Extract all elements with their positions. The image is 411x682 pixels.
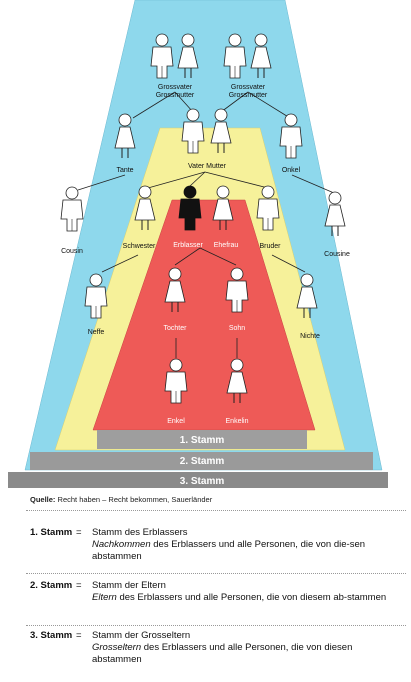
- label-ehefrau: Ehefrau: [214, 242, 239, 249]
- step-stamm-1: [97, 430, 307, 449]
- parentel-diagram: 1. Stamm 2. Stamm 3. Stamm: [8, 0, 388, 488]
- stamm-label-1: 1. Stamm: [180, 435, 225, 446]
- legend-equals: =: [76, 580, 82, 591]
- label-vater-mutter: Vater Mutter: [188, 163, 227, 170]
- legend-divider: [26, 573, 406, 574]
- label-neffe: Neffe: [88, 329, 105, 336]
- relationship-lines: [77, 91, 335, 358]
- legend-equals: =: [76, 630, 82, 641]
- stamm-label-2: 2. Stamm: [180, 456, 225, 467]
- label-enkelin: Enkelin: [226, 418, 249, 425]
- legend-rest: des Erblassers und alle Personen, die vo…: [116, 592, 387, 603]
- legend-key: 3. Stamm: [30, 630, 73, 641]
- legend-divider: [26, 510, 406, 511]
- legend-title: Stamm des Erblassers: [92, 527, 188, 538]
- legend-key: 2. Stamm: [30, 580, 73, 591]
- source-line: Quelle: Recht haben – Recht bekommen, Sa…: [30, 495, 212, 504]
- label-erblasser: Erblasser: [173, 242, 203, 249]
- legend-key: 1. Stamm: [30, 527, 73, 538]
- legend-divider: [26, 625, 406, 626]
- label-schwester: Schwester: [123, 243, 156, 250]
- step-stamm-2: [30, 452, 373, 470]
- legend-rest: des Erblassers und alle Personen, die vo…: [92, 539, 366, 562]
- label-onkel: Onkel: [282, 167, 301, 174]
- stamm-label-3: 3. Stamm: [180, 476, 225, 487]
- legend-emphasis: Grosseltern: [92, 642, 142, 653]
- legend-description: Stamm des Erblassers Nachkommen des Erbl…: [92, 527, 402, 563]
- legend-description: Stamm der Grosseltern Grosseltern des Er…: [92, 630, 402, 666]
- legend-rest: des Erblassers und alle Personen, die vo…: [92, 642, 353, 665]
- step-stamm-3: [8, 472, 388, 488]
- label-tochter: Tochter: [164, 325, 188, 332]
- legend-title: Stamm der Grosseltern: [92, 630, 191, 641]
- legend-stamm-3: 3. Stamm = Stamm der Grosseltern Grossel…: [30, 630, 405, 674]
- label-sohn: Sohn: [229, 325, 245, 332]
- label-nichte: Nichte: [300, 333, 320, 340]
- legend-detail: Grosseltern des Erblassers und alle Pers…: [92, 642, 402, 666]
- legend-emphasis: Nachkommen: [92, 539, 151, 550]
- label-bruder: Bruder: [259, 243, 281, 250]
- legend-detail: Nachkommen des Erblassers und alle Perso…: [92, 539, 402, 563]
- person-cousin: [60, 186, 84, 232]
- label-cousine: Cousine: [324, 251, 350, 258]
- label-enkel: Enkel: [167, 418, 185, 425]
- label-cousin: Cousin: [61, 248, 83, 255]
- legend-stamm-2: 2. Stamm = Stamm der Eltern Eltern des E…: [30, 580, 405, 624]
- legend-detail: Eltern des Erblassers und alle Personen,…: [92, 592, 402, 604]
- legend-description: Stamm der Eltern Eltern des Erblassers u…: [92, 580, 402, 604]
- legend-emphasis: Eltern: [92, 592, 117, 603]
- legend-title: Stamm der Eltern: [92, 580, 166, 591]
- label-tante: Tante: [116, 167, 133, 174]
- legend-stamm-1: 1. Stamm = Stamm des Erblassers Nachkomm…: [30, 527, 405, 571]
- source-text: Recht haben – Recht bekommen, Sauerlände…: [57, 495, 213, 504]
- legend-equals: =: [76, 527, 82, 538]
- source-prefix: Quelle:: [30, 495, 56, 504]
